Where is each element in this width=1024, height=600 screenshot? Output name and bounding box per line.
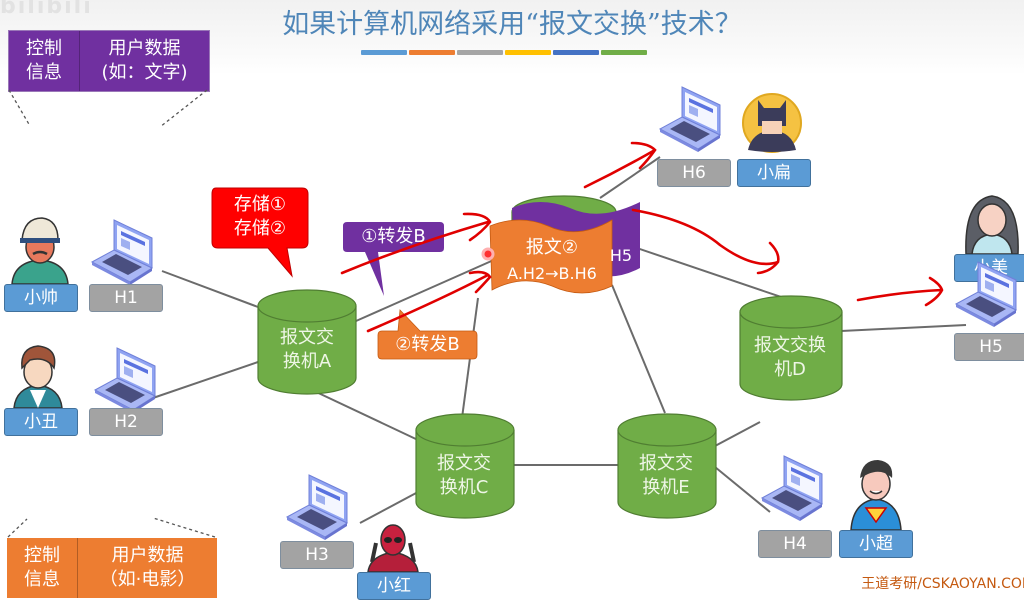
message-2-banner	[489, 219, 613, 294]
host-h4-tag[interactable]: H4	[758, 530, 832, 558]
host-h1-tag[interactable]: H1	[89, 284, 163, 312]
network-links	[149, 156, 967, 524]
callout-forward-2	[377, 309, 478, 360]
arrow-forward-2	[366, 270, 492, 333]
cylinder-top	[739, 295, 843, 329]
cylinder-top	[415, 413, 515, 447]
switch-a[interactable]	[257, 289, 357, 395]
title-decoration-bar	[601, 50, 647, 55]
watermark: bilibili	[0, 0, 93, 19]
laptop-h6[interactable]	[658, 86, 722, 152]
footer-credit: 王道考研/CSKAOYAN.COM	[861, 576, 1024, 592]
host-h5-tag[interactable]: H5	[954, 333, 1024, 361]
link-a-c	[311, 389, 419, 441]
arrow-to-h6	[583, 141, 657, 189]
link-c-h3	[359, 491, 419, 524]
person-tag-xiaomei: 小美	[954, 254, 1024, 282]
cylinder-top	[617, 413, 717, 447]
callout-forward-2-text: ②转发B	[395, 334, 460, 355]
packet-user-data: 用户数据(如：文字)	[101, 38, 188, 83]
avatar-xiaochao	[850, 460, 902, 531]
person-tag-xiaochou: 小丑	[4, 408, 78, 436]
message-1-text: H5	[609, 246, 633, 265]
person-tag-xiaobian: 小扁	[737, 159, 811, 187]
switch-c[interactable]	[415, 413, 515, 519]
avatar-xiaoshuai	[11, 217, 69, 285]
laptop-h4[interactable]	[760, 455, 824, 521]
host-h2-tag[interactable]: H2	[89, 408, 163, 436]
title-decoration-bar	[457, 50, 503, 55]
person-tag-xiaoshuai: 小帅	[4, 284, 78, 312]
avatar-xiaobian	[742, 93, 802, 153]
switch-d[interactable]	[739, 295, 843, 401]
title-decoration-bar	[505, 50, 551, 55]
title-decoration-bar	[361, 50, 407, 55]
arrow-to-h5	[856, 276, 944, 307]
switch-c-label: 报文交 换机C	[437, 453, 491, 498]
arrow-to-d	[631, 208, 780, 275]
callout-store-text: 存储① 存储②	[233, 194, 287, 239]
switch-a-label: 报文交 换机A	[280, 327, 334, 372]
link-a-b	[355, 254, 506, 322]
title-decoration-bar	[409, 50, 455, 55]
avatar-xiaohong	[367, 524, 419, 573]
person-tag-xiaochao: 小超	[839, 530, 913, 558]
link-h1-a	[161, 270, 259, 308]
callout-forward-1	[343, 222, 444, 296]
link-b-h6	[599, 156, 661, 199]
callout-store	[211, 187, 309, 278]
link-e-d	[714, 421, 761, 447]
title-decoration-bar	[553, 50, 599, 55]
switch-e-label: 报文交 换机E	[639, 453, 693, 498]
slide-title: 如果计算机网络采用“报文交换”技术？	[282, 9, 742, 40]
laptop-h1[interactable]	[90, 219, 154, 285]
host-h6-tag[interactable]: H6	[657, 159, 731, 187]
avatar-xiaomei	[965, 195, 1019, 255]
avatar-xiaochou	[13, 345, 63, 409]
host-h3-tag[interactable]: H3	[280, 541, 354, 569]
network-diagram	[7, 86, 1019, 573]
message-2-line2: A.H2→B.H6	[507, 264, 597, 283]
arrow-forward-1	[340, 212, 492, 275]
callout-forward-1-text: ①转发B	[361, 226, 426, 247]
link-b-e	[611, 284, 666, 414]
laptop-h2[interactable]	[93, 347, 157, 413]
link-d-h5	[840, 324, 967, 332]
link-e-h4	[714, 466, 771, 513]
link-b-d	[627, 244, 791, 301]
laser-pointer	[481, 247, 495, 261]
switch-e[interactable]	[617, 413, 717, 519]
message-2-line1: 报文②	[525, 237, 579, 258]
packet-control-info: 控制信息	[9, 31, 80, 91]
person-tag-xiaohong: 小红	[357, 572, 431, 600]
switch-d-label: 报文交换 机D	[754, 335, 826, 380]
link-h2-a	[149, 361, 259, 400]
annotation-arrows	[340, 141, 944, 333]
packet-expansion-lines	[7, 89, 216, 538]
cylinder-top	[257, 289, 357, 323]
laptop-h3[interactable]	[285, 474, 349, 540]
packet-format-text: 控制信息 用户数据(如：文字)	[8, 30, 210, 92]
